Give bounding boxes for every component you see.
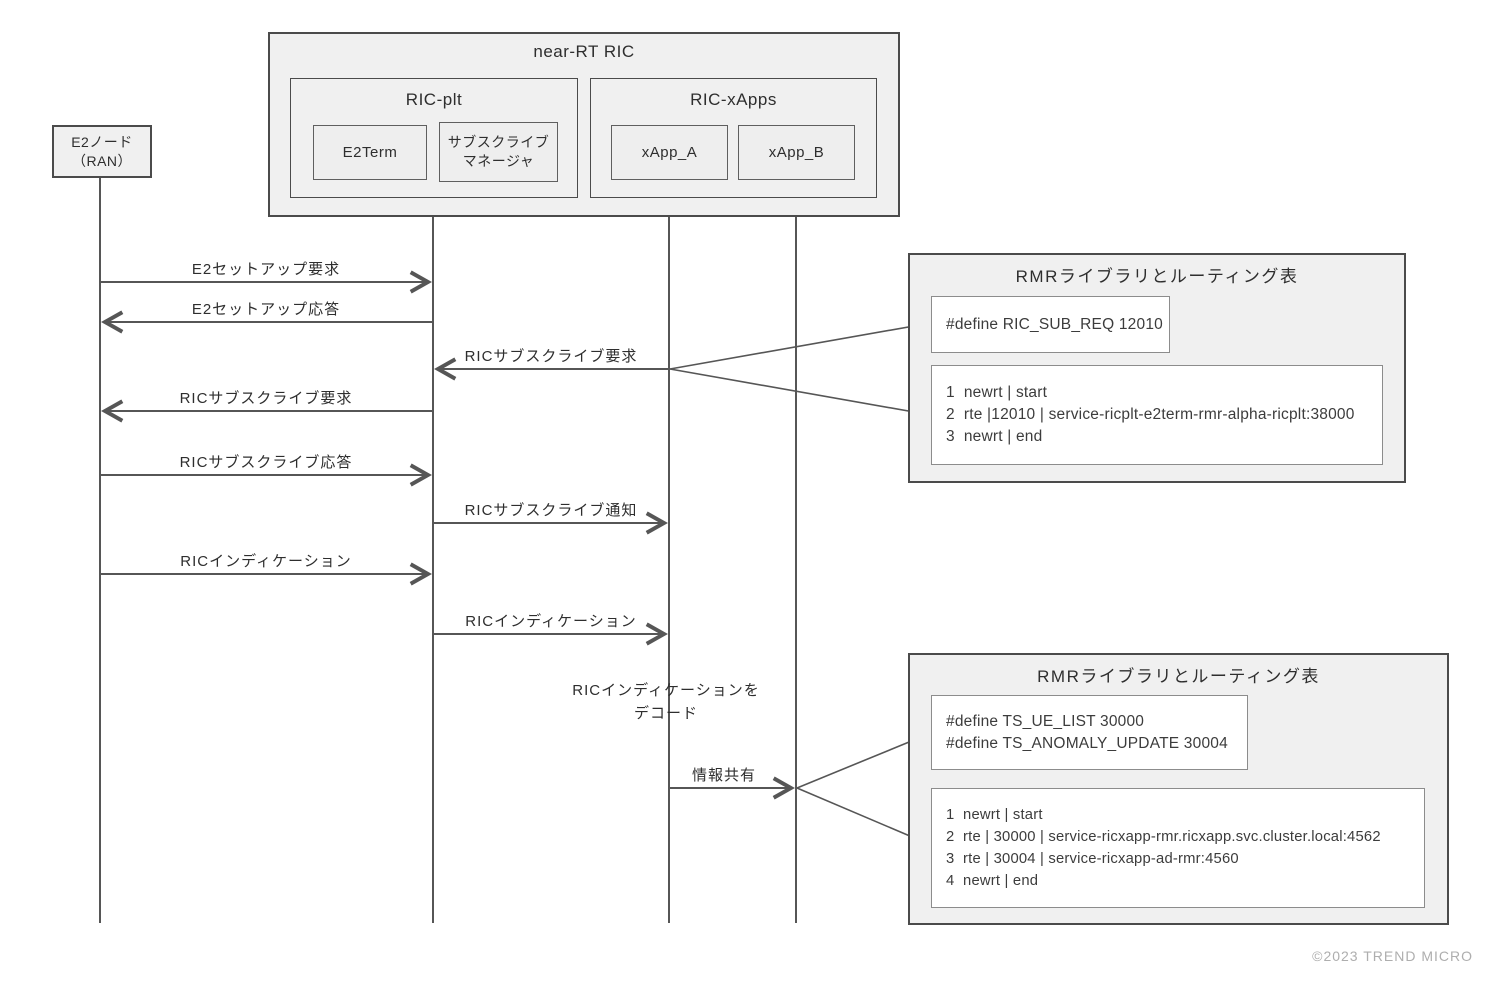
xapp-b-box: xApp_B <box>738 125 855 180</box>
message-label-ric-subscribe-notify: RICサブスクライブ通知 <box>464 502 638 519</box>
decode-note-line2: デコード <box>633 705 699 722</box>
message-label-ric-indication-e2: RICインディケーション <box>180 553 352 570</box>
rmr-box-1-define: #define RIC_SUB_REQ 12010 <box>931 296 1170 353</box>
e2-node-box: E2ノード （RAN） <box>52 125 152 178</box>
near-rt-ric-title: near-RT RIC <box>533 42 635 61</box>
routing-line: 4 newrt | end <box>946 873 1039 889</box>
e2-node-label-line1: E2ノード <box>71 133 133 150</box>
copyright-text: ©2023 TREND MICRO <box>1312 948 1473 964</box>
define-line: #define TS_ANOMALY_UPDATE 30004 <box>946 734 1228 752</box>
message-label-info-share: 情報共有 <box>691 767 757 784</box>
routing-line: 2 rte | 30000 | service-ricxapp-rmr.ricx… <box>946 829 1381 845</box>
decode-note-line1: RICインディケーションを <box>572 682 760 699</box>
connector-sub-req-define <box>669 322 932 370</box>
subscribe-manager-label-line2: マネージャ <box>462 153 535 169</box>
routing-line: 3 rte | 30004 | service-ricxapp-ad-rmr:4… <box>946 851 1239 867</box>
message-label-e2-setup-request: E2セットアップ要求 <box>191 261 341 278</box>
rmr-box-2-routing: 1 newrt | start 2 rte | 30000 | service-… <box>931 788 1425 908</box>
xapp-b-label: xApp_B <box>768 144 825 161</box>
rmr-box-2-title: RMRライブラリとルーティング表 <box>1037 667 1320 686</box>
routing-line: 1 newrt | start <box>946 807 1043 823</box>
routing-line: 2 rte |12010 | service-ricplt-e2term-rmr… <box>946 406 1355 423</box>
rmr-box-1-title: RMRライブラリとルーティング表 <box>1015 267 1299 286</box>
ric-plt-title: RIC-plt <box>405 90 463 109</box>
define-line: #define RIC_SUB_REQ 12010 <box>946 315 1163 333</box>
message-label-e2-setup-response: E2セットアップ応答 <box>191 301 341 318</box>
subscribe-manager-label-line1: サブスクライブ <box>447 134 550 150</box>
rmr-box-1-routing: 1 newrt | start 2 rte |12010 | service-r… <box>931 365 1383 465</box>
rmr-box-2-define: #define TS_UE_LIST 30000 #define TS_ANOM… <box>931 695 1248 770</box>
e2term-label: E2Term <box>342 144 398 161</box>
message-label-ric-subscribe-request-xapp: RICサブスクライブ要求 <box>464 348 638 365</box>
message-label-ric-subscribe-response: RICサブスクライブ応答 <box>179 454 353 471</box>
subscribe-manager-box: サブスクライブ マネージャ <box>439 122 558 182</box>
message-label-ric-indication-xapp: RICインディケーション <box>465 613 637 630</box>
ric-xapps-title: RIC-xApps <box>690 90 777 109</box>
connector-sub-req-routing <box>669 368 932 416</box>
e2term-box: E2Term <box>313 125 427 180</box>
routing-line: 3 newrt | end <box>946 428 1043 445</box>
xapp-a-label: xApp_A <box>641 144 698 161</box>
define-line: #define TS_UE_LIST 30000 <box>946 712 1145 730</box>
xapp-a-box: xApp_A <box>611 125 728 180</box>
e2-node-label-line2: （RAN） <box>71 152 133 169</box>
message-label-ric-subscribe-request-e2: RICサブスクライブ要求 <box>179 390 353 407</box>
decode-note: RICインディケーションを デコード <box>572 679 759 725</box>
routing-line: 1 newrt | start <box>946 384 1048 401</box>
